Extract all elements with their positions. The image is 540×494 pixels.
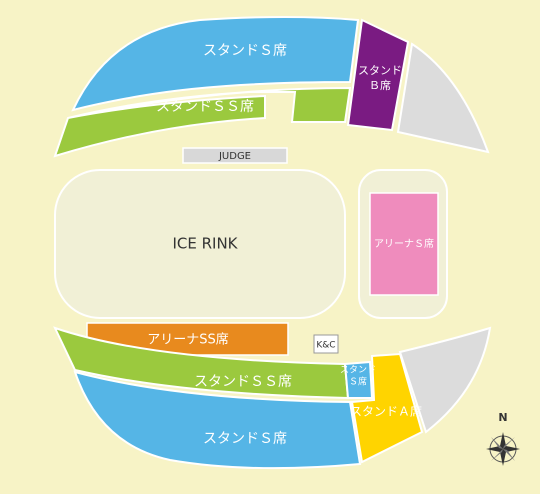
label-stand-b-line2: Ｂ席: [369, 78, 391, 92]
section-small-stand-s[interactable]: [343, 360, 374, 399]
label-top-stand-s: スタンドＳ席: [203, 43, 287, 59]
label-bottom-stand-s: スタンドＳ席: [203, 431, 287, 447]
judge-box: [182, 147, 288, 164]
section-arena-s[interactable]: [369, 192, 439, 296]
ice-rink: [54, 169, 346, 319]
section-top-unused: [396, 42, 490, 154]
label-small-stand-s-line2: Ｓ席: [349, 376, 367, 388]
kc-box: [313, 334, 339, 354]
label-kc: K&C: [316, 341, 335, 351]
label-judge: JUDGE: [218, 151, 251, 162]
label-small-stand-s-line1: スタンド: [340, 365, 376, 376]
section-bottom-unused: [398, 326, 492, 434]
label-stand-a: スタンドＡ席: [350, 404, 422, 419]
section-top-stand-s[interactable]: [71, 16, 360, 112]
label-top-stand-ss: スタンドＳＳ席: [156, 99, 254, 115]
label-ice-rink: ICE RINK: [172, 235, 238, 253]
compass-north-label: N: [498, 411, 507, 424]
section-stand-b[interactable]: [346, 18, 410, 132]
label-arena-ss: アリーナSS席: [147, 332, 229, 348]
compass-icon: [486, 432, 520, 466]
label-bottom-stand-ss: スタンドＳＳ席: [194, 374, 292, 390]
section-top-stand-ss[interactable]: [53, 86, 352, 158]
section-bottom-stand-s[interactable]: [73, 370, 362, 470]
label-stand-b-line1: スタンド: [358, 64, 402, 77]
label-arena-s: アリーナＳ席: [374, 237, 434, 250]
